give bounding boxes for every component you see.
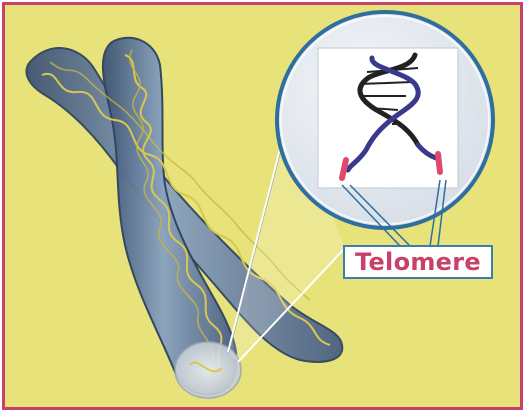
telomere-label: Telomere bbox=[343, 245, 493, 279]
magnifier-lens bbox=[277, 12, 493, 228]
telomere-tip-left bbox=[342, 160, 346, 178]
telomere-tip-right bbox=[438, 154, 440, 172]
